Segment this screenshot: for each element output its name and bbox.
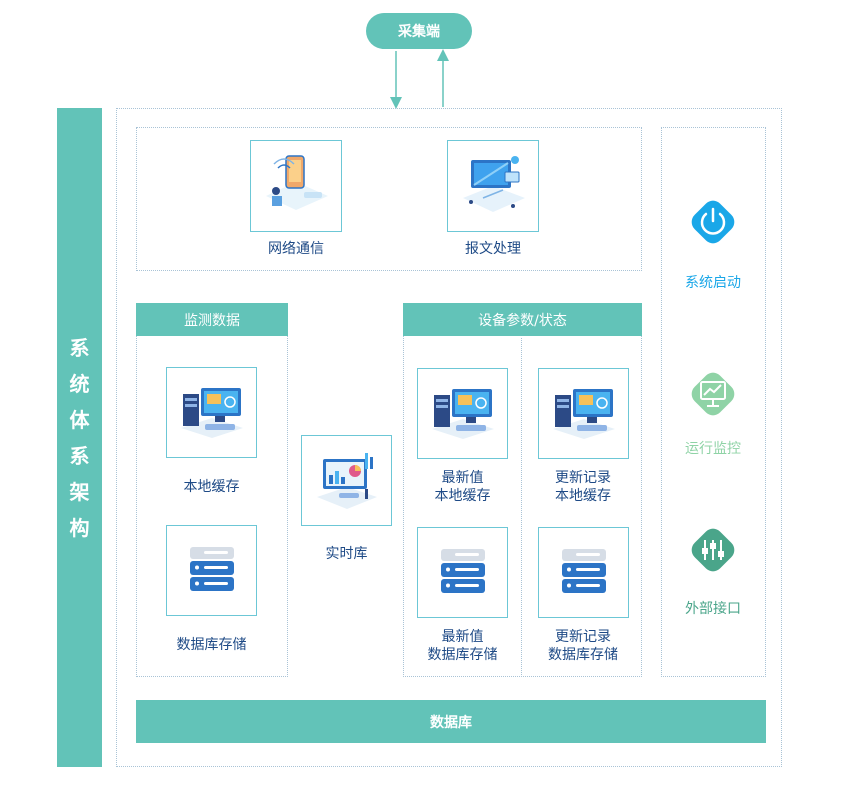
computer-icon <box>431 388 494 439</box>
label-line: 最新值 <box>441 470 484 486</box>
realtime-label: 实时库 <box>325 546 368 562</box>
label-line: 本地缓存 <box>434 488 491 504</box>
update-db-label: 更新记录 数据库存储 <box>522 628 644 664</box>
realtime-card <box>301 435 392 526</box>
latest-cache-card <box>417 368 508 459</box>
database-server-icon <box>440 548 485 593</box>
system-architecture-sidebar: 系 统 体 系 架 构 <box>57 108 102 767</box>
monitor-db-card <box>166 525 257 616</box>
update-db-card <box>538 527 629 618</box>
update-cache-label: 更新记录 本地缓存 <box>522 469 644 505</box>
functions-section <box>661 127 766 677</box>
label-line: 最新值 <box>441 629 484 645</box>
system-start-label: 系统启动 <box>685 275 741 291</box>
communication-section <box>136 127 642 271</box>
latest-db-label: 最新值 数据库存储 <box>403 628 522 664</box>
message-processing-icon <box>463 156 525 212</box>
power-icon <box>691 200 735 244</box>
device-header: 设备参数/状态 <box>403 303 642 336</box>
run-monitor-badge <box>681 362 745 426</box>
network-communication-icon <box>266 155 328 210</box>
label-line: 数据库存储 <box>427 647 498 663</box>
external-interface-badge <box>681 518 745 582</box>
sidebar-char: 体 <box>69 407 90 432</box>
network-card <box>250 140 342 232</box>
label-line: 本地缓存 <box>555 488 611 504</box>
monitor-local-cache-label: 本地缓存 <box>183 479 240 495</box>
system-start-badge <box>681 190 745 254</box>
external-interface-label: 外部接口 <box>685 601 741 617</box>
sliders-icon <box>691 528 735 572</box>
sidebar-char: 构 <box>69 515 90 540</box>
run-monitor-label: 运行监控 <box>685 441 741 457</box>
message-label: 报文处理 <box>465 241 521 257</box>
collector-node: 采集端 <box>366 13 472 49</box>
update-cache-card <box>538 368 629 459</box>
sidebar-char: 架 <box>69 479 90 504</box>
sidebar-char: 系 <box>69 335 90 360</box>
sidebar-char: 统 <box>69 371 90 396</box>
system-frame <box>116 108 782 767</box>
label-line: 更新记录 <box>555 629 611 645</box>
database-bar: 数据库 <box>136 700 766 743</box>
database-server-icon <box>189 546 234 591</box>
latest-cache-label: 最新值 本地缓存 <box>403 469 522 505</box>
label-line: 更新记录 <box>555 470 611 486</box>
badge-shape <box>691 372 735 416</box>
label-line: 数据库存储 <box>548 647 618 663</box>
network-label: 网络通信 <box>268 241 324 257</box>
computer-icon <box>552 388 615 439</box>
sidebar-char: 系 <box>69 443 90 468</box>
connector-arrows <box>390 49 449 109</box>
latest-db-card <box>417 527 508 618</box>
monitor-db-label: 数据库存储 <box>176 637 247 653</box>
monitor-local-cache-card <box>166 367 257 458</box>
database-server-icon <box>561 548 606 593</box>
computer-icon <box>180 387 243 438</box>
monitor-chart-icon <box>691 372 735 416</box>
monitor-header: 监测数据 <box>136 303 288 336</box>
realtime-dashboard-icon <box>316 452 377 509</box>
device-divider <box>521 338 522 675</box>
message-card <box>447 140 539 232</box>
